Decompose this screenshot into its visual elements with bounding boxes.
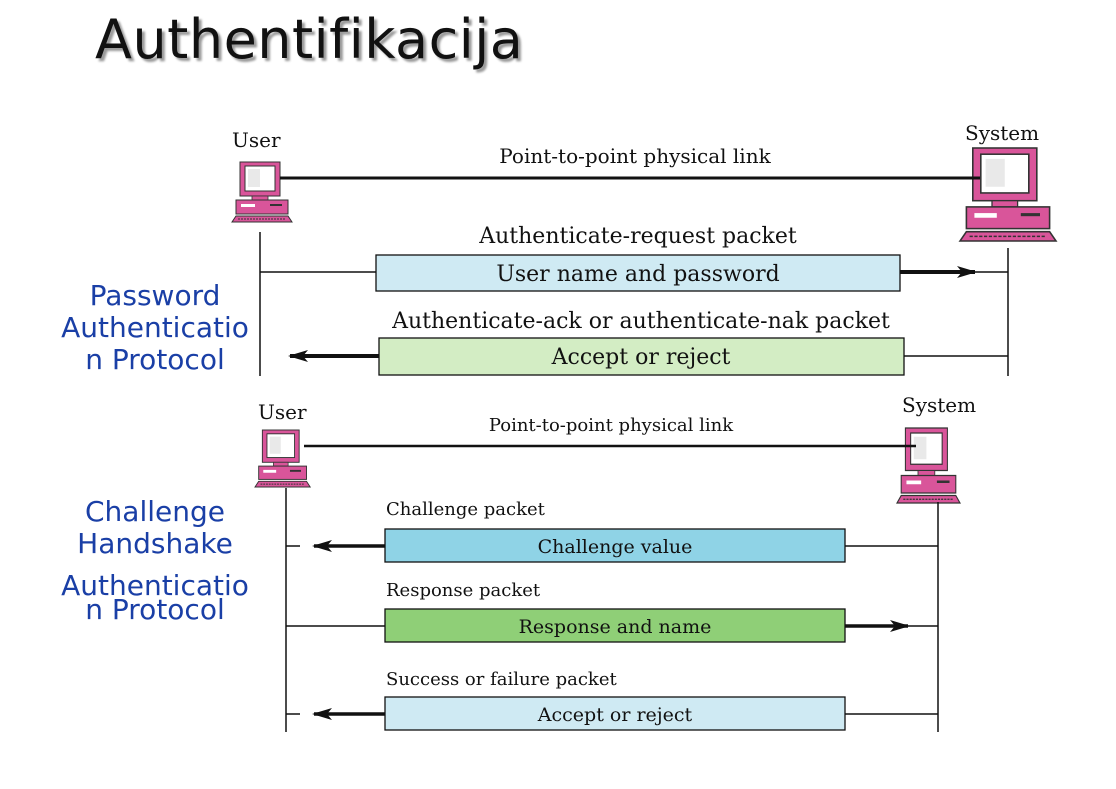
- pap-message-content: User name and password: [496, 262, 779, 287]
- pap-system-computer-icon: [959, 147, 1057, 242]
- chap-message-label: Response packet: [386, 580, 541, 601]
- chap-message-label: Success or failure packet: [386, 669, 617, 690]
- chap-caption-line: n Protocol: [85, 593, 225, 626]
- pap-message-label: Authenticate-ack or authenticate-nak pac…: [391, 309, 890, 334]
- pap-user-label: User: [232, 128, 281, 152]
- pap-user-computer-icon: [231, 161, 293, 223]
- pap-link-label: Point-to-point physical link: [499, 144, 771, 168]
- pap-message-content: Accept or reject: [551, 345, 731, 370]
- chap-system-computer-icon: [896, 427, 961, 504]
- chap-user-computer-icon: [254, 429, 311, 488]
- chap-message-content: Challenge value: [538, 536, 693, 558]
- pap-message-box: [375, 254, 901, 292]
- chap-message-box: [384, 528, 846, 563]
- pap-caption: Password Authenticatio n Protocol: [48, 280, 262, 376]
- chap-system-label: System: [902, 393, 976, 417]
- pap-caption-line: Password: [89, 279, 221, 312]
- chap-user-label: User: [258, 400, 307, 424]
- chap-link-label: Point-to-point physical link: [489, 415, 734, 436]
- page-title: Authentifikacija: [95, 8, 524, 71]
- pap-caption-line: Authenticatio: [61, 311, 249, 344]
- chap-caption-line: Challenge: [85, 495, 225, 528]
- pap-message-label: Authenticate-request packet: [478, 224, 797, 249]
- chap-message-box: [384, 608, 846, 643]
- chap-caption-line: Authenticatio: [61, 569, 249, 602]
- pap-message-box: [378, 337, 905, 376]
- pap-caption-line: n Protocol: [85, 343, 225, 376]
- chap-message-box: [384, 696, 846, 731]
- chap-message-content: Response and name: [519, 616, 712, 638]
- chap-caption-line: Handshake: [77, 527, 233, 560]
- chap-message-label: Challenge packet: [386, 499, 546, 520]
- chap-message-content: Accept or reject: [537, 704, 693, 726]
- pap-system-label: System: [965, 121, 1039, 145]
- chap-caption: Challenge Handshake Authenticatio n Prot…: [48, 495, 262, 626]
